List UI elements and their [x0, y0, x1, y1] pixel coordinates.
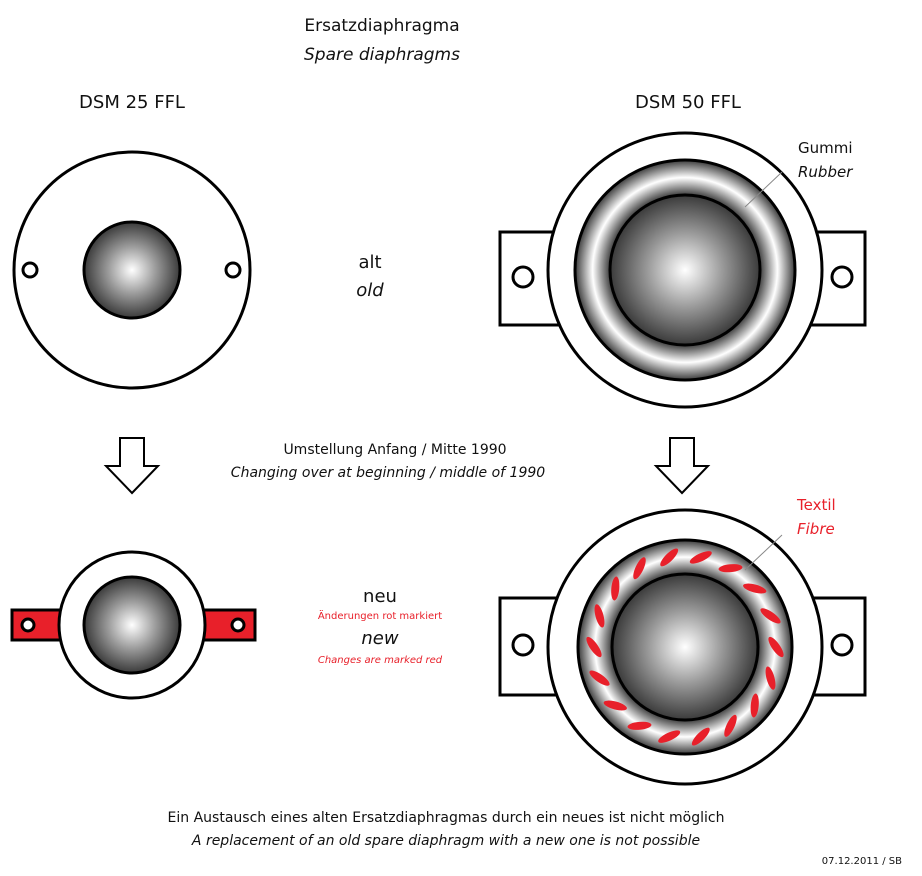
- red-fibre-mark: [750, 693, 759, 718]
- mount-hole: [230, 617, 246, 633]
- changeover-en: Changing over at beginning / middle of 1…: [230, 465, 546, 481]
- down-arrow-icon: [653, 437, 711, 495]
- mount-hole: [830, 633, 854, 657]
- mount-hole: [511, 633, 535, 657]
- red-fibre-mark: [660, 548, 679, 567]
- fibre-leader-line: [744, 534, 783, 571]
- rubber-leader-line: [744, 171, 783, 208]
- dsm50-new-diaphragm: [498, 508, 867, 786]
- red-fibre-mark: [611, 576, 620, 601]
- mount-hole: [830, 265, 854, 289]
- red-fibre-mark: [768, 636, 784, 658]
- footer-de: Ein Austausch eines alten Ersatzdiaphrag…: [167, 810, 725, 826]
- red-fibre-mark: [594, 604, 605, 628]
- red-fibre-mark: [586, 636, 602, 658]
- dome: [82, 575, 182, 675]
- red-fibre-mark: [689, 551, 712, 564]
- dsm25-new-diaphragm: [10, 550, 257, 700]
- red-fibre-mark: [633, 557, 646, 580]
- model-right: DSM 50 FFL: [635, 92, 741, 113]
- dome: [608, 193, 762, 347]
- rubber-de: Gummi: [798, 139, 853, 157]
- new-de: neu: [363, 586, 397, 607]
- new-note-de: Änderungen rot markiert: [317, 611, 443, 622]
- changeover-de: Umstellung Anfang / Mitte 1990: [283, 442, 507, 458]
- dsm50-old-diaphragm: [498, 131, 867, 409]
- fibre-en: Fibre: [797, 520, 835, 538]
- dome: [610, 572, 760, 722]
- old-en: old: [356, 280, 384, 301]
- mount-hole: [21, 261, 39, 279]
- new-note-en: Changes are marked red: [317, 655, 443, 666]
- dsm25-old-diaphragm: [12, 150, 252, 390]
- old-de: alt: [358, 252, 382, 273]
- model-left: DSM 25 FFL: [79, 92, 185, 113]
- date-stamp: 07.12.2011 / SB: [821, 856, 902, 867]
- red-fibre-mark: [603, 700, 627, 711]
- red-fibre-mark: [627, 721, 652, 730]
- footer-en: A replacement of an old spare diaphragm …: [191, 833, 701, 849]
- new-en: new: [361, 628, 399, 649]
- rubber-en: Rubber: [798, 163, 853, 181]
- fibre-de: Textil: [797, 496, 836, 514]
- down-arrow-icon: [103, 437, 161, 495]
- red-fibre-mark: [718, 564, 743, 573]
- mount-hole: [224, 261, 242, 279]
- title-en: Spare diaphragms: [304, 45, 460, 65]
- title-de: Ersatzdiaphragma: [304, 16, 460, 36]
- mount-hole: [20, 617, 36, 633]
- red-fibre-mark: [765, 666, 776, 690]
- red-fibre-mark: [760, 608, 781, 624]
- mount-hole: [511, 265, 535, 289]
- red-fibre-mark: [658, 730, 681, 743]
- red-fibre-mark: [589, 670, 610, 686]
- red-fibre-mark: [691, 727, 710, 746]
- red-fibre-mark: [724, 714, 737, 737]
- dome: [82, 220, 182, 320]
- red-fibre-mark: [743, 583, 767, 594]
